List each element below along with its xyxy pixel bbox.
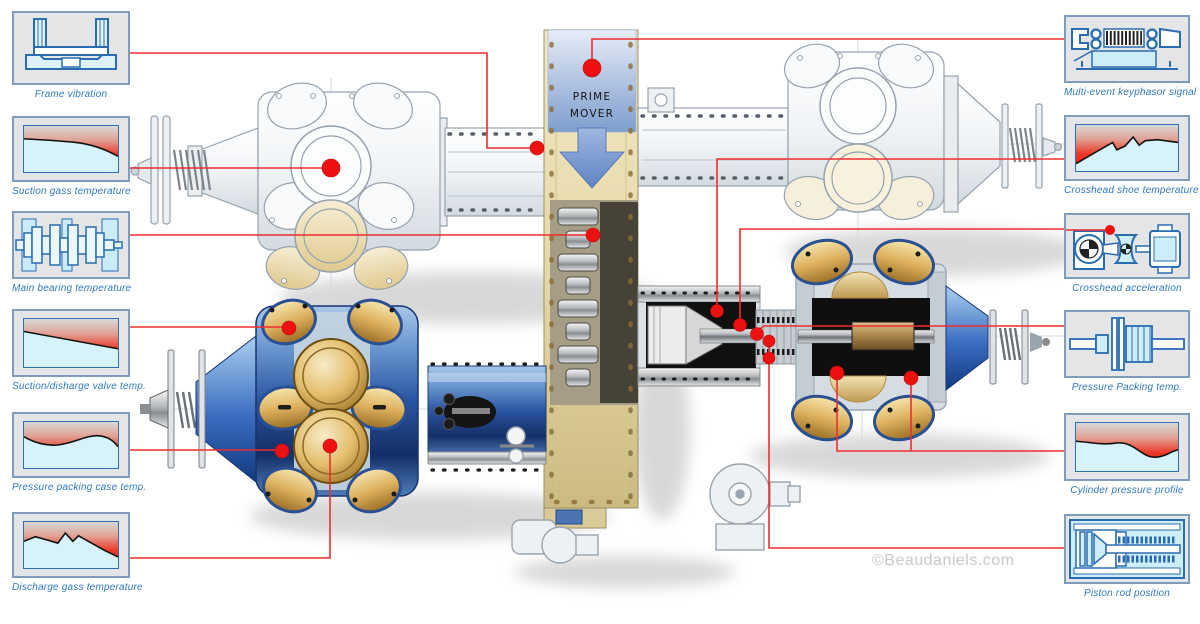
line-frame-vibration [130,52,531,149]
callout-label-packing-case: Pressure packing case temp. [12,482,147,493]
callout-piston-rod-position [1064,514,1190,584]
pressure-packing-icon [1069,317,1185,371]
top-right-cylinder-assembly [637,43,1063,221]
crosshead-shoe-chart-panel [1075,124,1179,172]
sensor-dot-suction-gas [321,158,341,178]
suction-gas-chart [24,126,118,172]
callout-frame-vibration [12,11,130,85]
callout-suction-gas-temperature [12,116,130,182]
piston-rod-position-icon [1069,519,1185,579]
callout-crosshead-shoe-temperature [1064,115,1190,181]
packing-case-chart [24,422,118,468]
discharge-gas-chart [24,522,118,568]
sensor-dot-cylinder-pressure-1 [829,365,845,381]
callout-pressure-packing-temp [1064,310,1190,378]
sensor-dot-packing-case [274,443,290,459]
cylinder-pressure-chart-panel [1075,422,1179,472]
prime-mover-arrow [559,127,625,189]
center-frame-column: PRIME MOVER [543,29,639,529]
top-left-cylinder-assembly [130,82,546,290]
frame-vibration-icon [25,18,117,70]
sensor-dot-crosshead-shoe [710,304,724,318]
callout-label-cylinder-pressure: Cylinder pressure profile [1070,485,1184,496]
bottom-left-cylinder-assembly [140,298,547,514]
discharge-gas-chart-panel [23,521,119,569]
suction-gas-chart-panel [23,125,119,173]
sensor-callout-lines [130,38,1064,559]
callout-crosshead-acceleration [1064,213,1190,279]
callout-label-crosshead-shoe: Crosshead shoe temperature [1064,185,1199,196]
callout-main-bearing-temperature [12,211,130,279]
callout-label-piston-rod: Piston rod position [1083,588,1171,599]
watermark: ©Beaudaniels.com [872,552,1015,569]
callout-label-packing-temp: Pressure Packing temp. [1071,382,1183,393]
cylinder-pressure-chart [1076,423,1178,471]
valve-temp-chart-panel [23,318,119,368]
keyphasor-icon [1071,27,1181,70]
sensor-dot-frame-vibration [529,140,545,156]
crosshead-acceleration-icon [1066,224,1181,274]
line-crosshead-accel [739,228,1064,319]
line-piston-rod [768,346,1064,549]
callout-label-valve-temp: Suction/disharge valve temp. [12,381,147,392]
prime-mover-line1: PRIME [573,91,611,103]
accelerometer-ball [1079,239,1132,259]
sensor-dot-keyphasor [582,58,602,78]
line-keyphasor [591,38,1064,62]
callout-multi-event-keyphasor [1064,15,1190,83]
callout-label-crosshead-accel: Crosshead acceleration [1072,283,1182,294]
callout-pressure-packing-case-temp [12,412,130,478]
sensor-dot-main-bearing [585,227,601,243]
auxiliary-pumps [500,426,801,564]
sensor-dot-packing-temp [750,327,764,341]
callout-label-keyphasor: Multi-event keyphasor signal [1064,87,1197,98]
sensor-dot-piston-rod-2 [762,351,776,365]
callout-cylinder-pressure-profile [1064,413,1190,481]
callout-label-main-bearing: Main bearing temperature [12,283,132,294]
sensor-dots [274,58,919,459]
packing-case-chart-panel [23,421,119,469]
sensor-dot-piston-rod-1 [762,334,776,348]
sensor-dot-crosshead-accel [733,318,747,332]
callout-suction-discharge-valve-temp [12,309,130,377]
sensor-dot-discharge-gas [322,438,338,454]
line-crosshead-shoe [716,158,1064,305]
callout-label-discharge-gas: Discharge gass temperature [12,582,143,593]
sensor-dot-cylinder-pressure-2 [903,370,919,386]
prime-mover-line2: MOVER [570,108,614,120]
callout-discharge-gas-temperature [12,512,130,578]
valve-temp-chart [24,319,118,367]
sensor-dot-on-icon [1105,225,1115,235]
crosshead-shoe-chart [1076,125,1178,171]
line-cylinder-pressure [836,378,1064,452]
line-discharge-gas [130,452,331,559]
callout-label-suction-gas: Suction gass temperature [12,186,131,197]
callout-label-frame-vibration: Frame vibration [34,89,108,100]
crankshaft-cutaway [557,207,599,387]
main-bearing-icon [15,218,123,272]
sensor-dot-valve-temp [281,320,297,336]
